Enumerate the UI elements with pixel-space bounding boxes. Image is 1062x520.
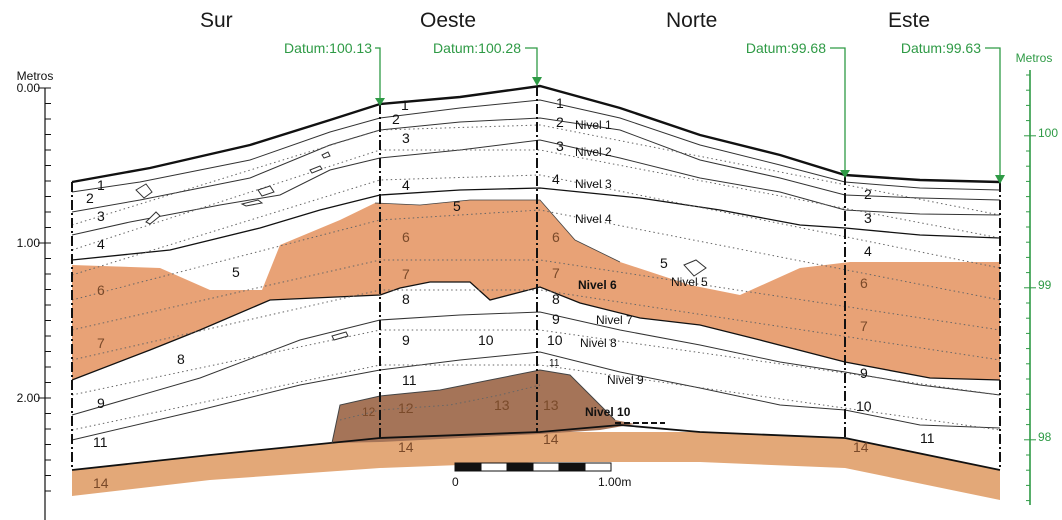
layer-14-fill bbox=[72, 432, 1000, 500]
layer-label: 10 bbox=[856, 398, 872, 414]
layer-label: 3 bbox=[402, 130, 410, 146]
right-axis: Metros 100 99 98 bbox=[1016, 51, 1058, 505]
layer-label: 11 bbox=[402, 372, 417, 388]
layer-label: 7 bbox=[860, 318, 868, 334]
layer-label: 11 bbox=[920, 430, 935, 446]
left-tick-label: 2.00 bbox=[17, 391, 41, 405]
direction-este: Este bbox=[888, 9, 930, 32]
layer-label: 6 bbox=[402, 229, 410, 245]
layer-label: 3 bbox=[864, 210, 872, 226]
scale-bar bbox=[454, 462, 612, 472]
layer-label: 2 bbox=[556, 114, 564, 130]
layer-label: 9 bbox=[402, 332, 410, 348]
layer-label: 9 bbox=[552, 311, 560, 327]
right-tick-label: 99 bbox=[1038, 278, 1052, 292]
layer-label: 7 bbox=[402, 266, 410, 282]
layer-label: 3 bbox=[97, 208, 105, 224]
left-axis: Metros 0.00 1.00 2.00 bbox=[17, 69, 54, 520]
layer-label: 14 bbox=[93, 475, 109, 491]
scale-bar-end: 1.00m bbox=[598, 475, 631, 489]
layer-label: 4 bbox=[552, 171, 560, 187]
layer-label: 1 bbox=[97, 177, 105, 193]
layer-label: 10 bbox=[478, 332, 494, 348]
stones bbox=[135, 151, 707, 341]
layer-label: 7 bbox=[97, 335, 105, 351]
layer-label: 12 bbox=[362, 405, 376, 419]
layer-label: 4 bbox=[864, 243, 872, 259]
nivel-label: Nivel 8 bbox=[580, 336, 617, 350]
layer-label: 7 bbox=[552, 265, 560, 281]
nivel-lines bbox=[71, 124, 1001, 431]
nivel-label: Nivel 1 bbox=[575, 118, 612, 132]
nivel-label: Nivel 3 bbox=[575, 177, 612, 191]
layer-label: 14 bbox=[398, 439, 414, 455]
nivel-label: Nivel 9 bbox=[607, 373, 644, 387]
nivel-label: Nivel 2 bbox=[575, 145, 612, 159]
left-axis-title: Metros bbox=[17, 69, 54, 83]
este-layer-labels: 2 3 4 6 7 9 10 11 14 bbox=[853, 186, 935, 455]
layer-label: 2 bbox=[86, 190, 94, 206]
layer-label: 9 bbox=[97, 395, 105, 411]
datum-norte: Datum:99.68 bbox=[746, 40, 826, 56]
layer-label: 12 bbox=[398, 400, 414, 416]
left-tick-label: 1.00 bbox=[17, 236, 41, 250]
layer-6-7-fill bbox=[72, 200, 1000, 380]
layer-label: 5 bbox=[232, 264, 240, 280]
oeste-left-layer-labels: 1 2 3 4 5 6 7 8 9 11 12 12 10 bbox=[362, 97, 494, 419]
layer-label: 8 bbox=[177, 351, 185, 367]
datum-oeste: Datum:100.28 bbox=[433, 40, 521, 56]
direction-sur: Sur bbox=[200, 9, 233, 32]
layer-label: 8 bbox=[552, 291, 560, 307]
layer-label: 11 bbox=[549, 358, 560, 369]
layer-label: 6 bbox=[860, 275, 868, 291]
layer-label: 11 bbox=[93, 434, 108, 450]
layer-label: 6 bbox=[552, 229, 560, 245]
layer-label: 1 bbox=[401, 97, 409, 113]
layer-label: 5 bbox=[453, 198, 461, 214]
layer-label: 1 bbox=[556, 95, 564, 111]
datum-este: Datum:99.63 bbox=[901, 40, 981, 56]
nivel-label: Nivel 7 bbox=[596, 313, 633, 327]
layer-label: 2 bbox=[392, 111, 400, 127]
layer-label: 13 bbox=[494, 397, 510, 413]
left-tick-label: 0.00 bbox=[17, 81, 41, 95]
layer-12-13-fill bbox=[332, 370, 635, 443]
sur-layer-labels: 1 2 3 4 5 6 7 8 9 11 14 bbox=[86, 177, 240, 491]
layer-label: 4 bbox=[402, 177, 410, 193]
datum-sur: Datum:100.13 bbox=[284, 40, 372, 56]
layer-label: 14 bbox=[543, 431, 559, 447]
layer-label: 6 bbox=[97, 282, 105, 298]
layer-label: 14 bbox=[853, 439, 869, 455]
datum-markers bbox=[375, 47, 1001, 176]
scale-bar-start: 0 bbox=[452, 475, 459, 489]
direction-oeste: Oeste bbox=[420, 9, 476, 32]
section-lines bbox=[71, 86, 1001, 470]
nivel-label: Nivel 6 bbox=[578, 278, 617, 292]
layer-label: 9 bbox=[860, 365, 868, 381]
direction-norte: Norte bbox=[666, 9, 717, 32]
right-tick-label: 98 bbox=[1038, 430, 1052, 444]
layer-label: 4 bbox=[97, 236, 105, 252]
oeste-right-layer-labels: 1 2 3 4 6 7 8 9 10 11 13 13 14 14 bbox=[398, 95, 564, 455]
datum-triangles bbox=[375, 77, 1005, 184]
layer-label: 5 bbox=[660, 255, 668, 271]
layer-label: 10 bbox=[547, 332, 563, 348]
nivel-label: Nivel 4 bbox=[575, 212, 612, 226]
nivel-labels: Nivel 1 Nivel 2 Nivel 3 Nivel 4 Nivel 5 … bbox=[575, 118, 708, 419]
layer-label: 3 bbox=[556, 138, 564, 154]
right-axis-title: Metros bbox=[1016, 51, 1053, 65]
layer-label: 13 bbox=[543, 397, 559, 413]
nivel-label: Nivel 10 bbox=[585, 405, 631, 419]
nivel-label: Nivel 5 bbox=[671, 275, 708, 289]
right-tick-label: 100 bbox=[1038, 126, 1058, 140]
layer-label: 8 bbox=[402, 291, 410, 307]
layer-label: 2 bbox=[864, 186, 872, 202]
